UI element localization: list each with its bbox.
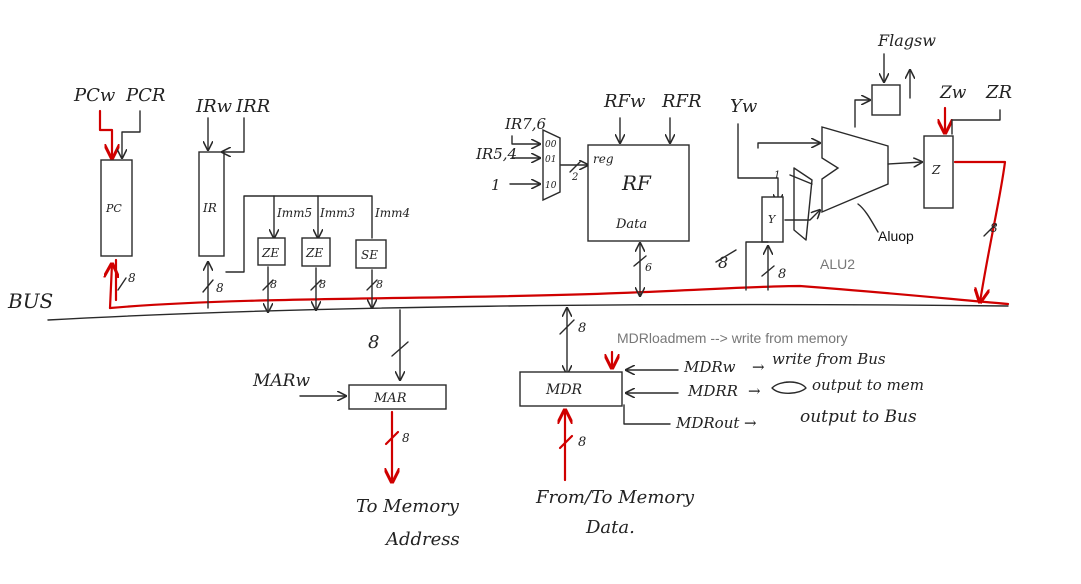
mdr-ctrl-r-sig: MDRR: [687, 382, 738, 400]
mar-label: MAR: [373, 391, 407, 406]
ir-w-signal: IRw: [195, 96, 233, 117]
imm4-label: Imm4: [374, 206, 410, 220]
pc-label: PC: [105, 202, 122, 215]
alu-op-label: Aluop: [878, 228, 914, 244]
imm3-label: Imm3: [319, 206, 355, 220]
mdr-dest-line1: From/To Memory: [535, 487, 695, 508]
flags-label: Flagsw: [877, 31, 936, 50]
ir-register: IR IRw IRR 8: [195, 96, 373, 309]
mdr-bottom-width: 8: [578, 435, 586, 450]
z-label: Z: [931, 163, 941, 177]
mdr-ctrl-w-desc: write from Bus: [772, 350, 886, 368]
mar-in-width: 8: [368, 332, 379, 353]
mdr-ctrl-out-arrow: →: [744, 414, 757, 432]
mar-out-width: 8: [402, 431, 410, 445]
mdr-dest-line2: Data.: [585, 517, 635, 538]
mdr-ctrl-r-desc: output to mem: [812, 376, 924, 394]
flags-register: Flagsw: [871, 31, 936, 116]
mux-in2: 1: [491, 176, 501, 194]
mar-w-signal: MARw: [252, 371, 310, 391]
mdr-top-width: 8: [578, 321, 586, 336]
y-label: Y: [768, 213, 777, 226]
pc-w-signal: PCw: [73, 85, 116, 106]
z-w-signal: Zw: [939, 83, 967, 103]
bus: BUS: [7, 284, 1010, 321]
mar-dest-line2: Address: [384, 529, 460, 550]
ze1-label: ZE: [261, 246, 279, 260]
mdr-ctrl-w-sig: MDRw: [683, 358, 736, 376]
imm-extenders: Imm5 Imm3 Imm4 ZE ZE SE 8 8 8: [257, 206, 410, 312]
ze2-label: ZE: [305, 246, 323, 260]
ir-r-signal: IRR: [235, 96, 270, 117]
rf-data-label: Data: [615, 217, 647, 232]
mux-sel1: 01: [545, 155, 556, 165]
bus-label: BUS: [7, 289, 53, 313]
z-register: Zw ZR Z 8: [923, 82, 1012, 302]
mux-sel2: 10: [545, 181, 557, 191]
mdr-ctrl-w-arrow: →: [752, 358, 765, 376]
mdr-ctrl-out-desc: output to Bus: [800, 407, 917, 427]
mdr-ctrl-r-arrow: →: [748, 382, 761, 400]
pc-r-signal: PCR: [125, 85, 165, 106]
pc-register: PC PCw PCR 8: [73, 85, 165, 310]
mux-in1: IR5,4: [475, 145, 517, 163]
pc-width: 8: [128, 271, 136, 285]
se-label: SE: [361, 248, 378, 262]
alu2-label: ALU2: [820, 256, 855, 272]
mux-sel0: 00: [545, 140, 557, 150]
mar-dest-line1: To Memory: [356, 496, 460, 517]
z-width: 8: [990, 221, 998, 235]
y-register: Yw Y 1 8 8: [715, 96, 786, 291]
mux-in0: IR7,6: [504, 115, 547, 133]
mdr-ctrl-out-sig: MDRout: [675, 414, 740, 432]
y-const-in: 1: [774, 170, 780, 181]
mux-out-width: 2: [571, 172, 578, 183]
rf-width: 6: [645, 261, 652, 274]
se-width: 8: [376, 278, 383, 291]
y-width: 8: [778, 267, 786, 282]
register-file: reg RF Data RFw RFR 6: [587, 91, 702, 296]
rf-r-signal: RFR: [661, 91, 702, 112]
rf-label: RF: [621, 171, 652, 195]
y-w-signal: Yw: [730, 96, 758, 117]
y-width-left: 8: [718, 253, 728, 272]
mdr-label: MDR: [545, 382, 583, 398]
ze1-width: 8: [270, 278, 277, 291]
rf-reg-port: reg: [593, 152, 614, 166]
z-r-signal: ZR: [985, 82, 1012, 103]
mar-register: 8 MARw MAR 8 To Memory Address: [252, 309, 460, 550]
mdr-register: 8 MDR MDRloadmem --> write from memory M…: [519, 308, 924, 538]
alu: Aluop ALU2: [757, 100, 922, 272]
ir-label: IR: [202, 201, 217, 215]
mdr-loadmem-note: MDRloadmem --> write from memory: [617, 330, 848, 346]
ze2-width: 8: [319, 278, 326, 291]
ir-width: 8: [216, 281, 224, 295]
imm5-label: Imm5: [276, 206, 312, 220]
reg-select-mux: IR7,6 IR5,4 1 00 01 10 2: [475, 115, 588, 202]
rf-w-signal: RFw: [603, 91, 646, 112]
